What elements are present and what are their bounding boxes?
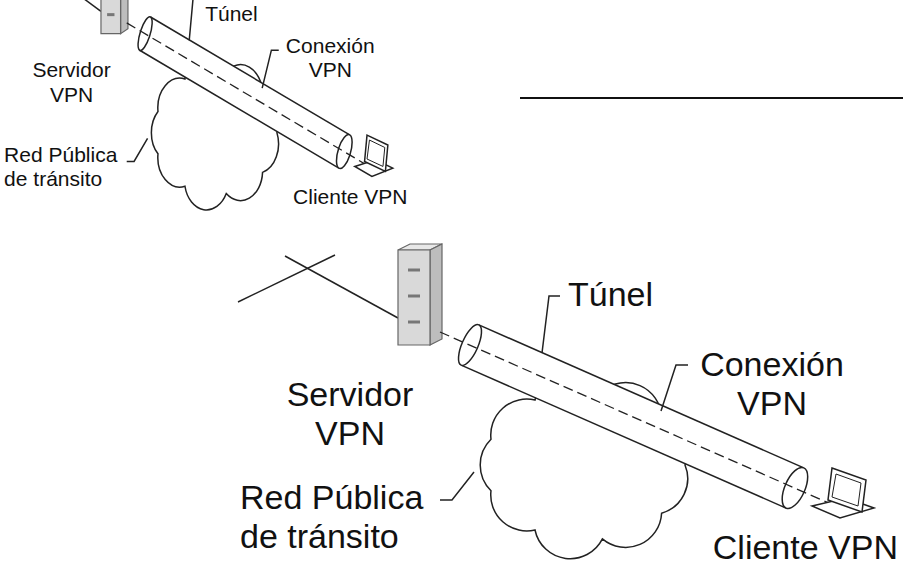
- network-label: Red Pública de tránsito: [4, 143, 132, 191]
- tunnel-label: Túnel: [205, 2, 258, 26]
- server-label: Servidor VPN: [24, 58, 119, 106]
- connection-label: Conexión VPN: [282, 34, 379, 82]
- server-label: Servidor VPN: [274, 375, 427, 453]
- vpn-illustration-small: [3, 0, 393, 210]
- network-label: Red Pública de tránsito: [240, 478, 447, 556]
- rule-line: [520, 97, 903, 99]
- client-label: Cliente VPN: [293, 185, 407, 209]
- connection-label: Conexión VPN: [694, 345, 850, 423]
- client-label: Cliente VPN: [713, 528, 898, 567]
- vpn-illustration-large: [238, 244, 874, 559]
- tunnel-label: Túnel: [568, 275, 653, 314]
